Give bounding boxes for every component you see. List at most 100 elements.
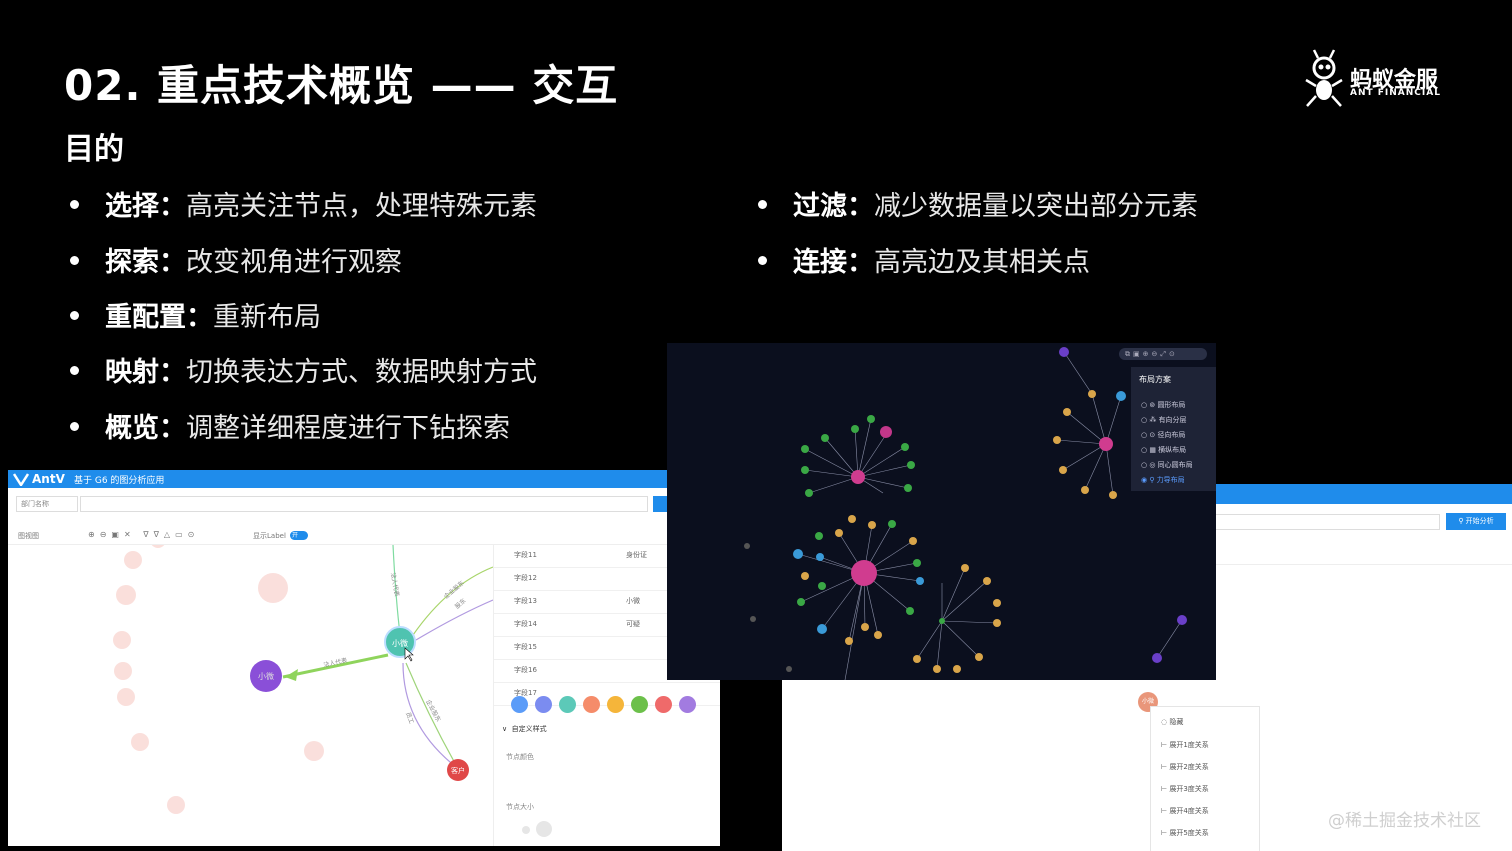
color-swatch[interactable] [655, 696, 672, 713]
color-swatch[interactable] [583, 696, 600, 713]
layout-option-dagre[interactable]: ○ ⁂ 有向分层 [1141, 416, 1187, 424]
layout-menu-title: 布局方案 [1139, 375, 1171, 384]
color-swatch[interactable] [679, 696, 696, 713]
ant-financial-logo: 蚂蚁金服 ANT FINANCIAL [1304, 48, 1444, 110]
toolbar-icons[interactable]: ⊕⊖▣✕ ∇∇△▭⊙ [88, 530, 200, 539]
highlighted-edge [282, 653, 389, 679]
layout-option-force[interactable]: ◉ ⚲ 力导布局 [1141, 476, 1185, 484]
view-select[interactable]: 图视图 [18, 532, 39, 540]
layout-option-circular[interactable]: ○ ⊚ 圆形布局 [1141, 401, 1186, 409]
edge-label: 员工 [404, 711, 415, 725]
edge-label: 股东 [453, 597, 467, 611]
bullet-dot [70, 366, 79, 375]
brand-name: AntV [32, 472, 65, 486]
purple-node [1152, 653, 1162, 663]
logo-text-en: ANT FINANCIAL [1350, 88, 1441, 98]
expand-icon: ⊢ [1161, 785, 1170, 793]
watermark: @稀土掘金技术社区 [1328, 811, 1481, 831]
graph-edges [797, 351, 1183, 680]
menu-item-expand-2[interactable]: ⊢ 展开2度关系 [1161, 763, 1209, 771]
layout-option-radial[interactable]: ○ ⊙ 径向布局 [1141, 431, 1186, 439]
ant-icon [1305, 49, 1343, 107]
leaf-nodes-green [797, 415, 921, 615]
custom-style-section[interactable]: ∨ 自定义样式 [502, 725, 547, 733]
color-swatch[interactable] [559, 696, 576, 713]
bullet-dot [70, 311, 79, 320]
app-title: 基于 G6 的图分析应用 [74, 476, 165, 486]
slide-title: 02. 重点技术概览 —— 交互 [64, 61, 619, 110]
color-swatch[interactable] [631, 696, 648, 713]
radio-selected-icon: ◉ ⚲ [1141, 476, 1157, 484]
bullet-dot [758, 256, 767, 265]
show-label-toggle[interactable]: 开 [290, 531, 308, 540]
edge-label: 法人代表 [389, 572, 401, 597]
menu-item-expand-1[interactable]: ⊢ 展开1度关系 [1161, 741, 1209, 749]
eye-off-icon: ◌ [1161, 718, 1170, 726]
graph-toolbar: 图视图 ⊕⊖▣✕ ∇∇△▭⊙ 显示Label 开 [8, 528, 720, 545]
antv-logo-icon [13, 473, 29, 486]
bullet-explore: 探索：改变视角进行观察 [70, 240, 402, 279]
menu-item-expand-3[interactable]: ⊢ 展开3度关系 [1161, 785, 1209, 793]
start-analysis-button[interactable]: ⚲ 开始分析 [1446, 513, 1506, 530]
search-input[interactable] [1212, 514, 1440, 530]
menu-item-hide[interactable]: ◌ 隐藏 [1161, 718, 1184, 726]
bullet-filter: 过滤：减少数据量以突出部分元素 [758, 184, 1198, 223]
expand-icon: ⊢ [1161, 741, 1170, 749]
radio-icon: ○ ▦ [1141, 446, 1159, 454]
layout-menu: 布局方案 ○ ⊚ 圆形布局 ○ ⁂ 有向分层 ○ ⊙ 径向布局 ○ ▦ 横纵布局… [1131, 367, 1216, 491]
logo-text-cn: 蚂蚁金服 [1350, 68, 1439, 93]
size-option[interactable] [536, 821, 552, 837]
edge-arrow [285, 669, 298, 681]
cursor-icon [404, 647, 414, 662]
bullet-dot [70, 200, 79, 209]
small-hub-node [939, 618, 945, 624]
bullet-mapping: 映射：切换表达方式、数据映射方式 [70, 350, 537, 389]
radio-icon: ○ ⊚ [1141, 401, 1158, 409]
node-context-menu: ◌ 隐藏 ⊢ 展开1度关系 ⊢ 展开2度关系 ⊢ 展开3度关系 ⊢ 展开4度关系… [1150, 706, 1260, 851]
purple-node [1059, 347, 1069, 357]
faded-nodes [744, 543, 792, 672]
dark-graph-canvas[interactable] [667, 343, 1216, 680]
department-select[interactable]: 部门名称 [16, 496, 78, 512]
layout-option-grid[interactable]: ○ ▦ 横纵布局 [1141, 446, 1187, 454]
node-label-center: 小微 [392, 638, 408, 648]
bullet-dot [758, 200, 767, 209]
screenshot-dark-graph: ⧉▣⊕⊖⤢⊙ 布局方案 ○ ⊚ 圆形布局 ○ ⁂ 有向分层 ○ ⊙ 径向布局 ○… [667, 343, 1216, 680]
color-swatch[interactable] [607, 696, 624, 713]
graph-node-center [384, 626, 416, 658]
faded-nodes [113, 545, 324, 814]
purple-node [1177, 615, 1187, 625]
bullet-select: 选择：高亮关注节点，处理特殊元素 [70, 184, 537, 223]
expand-icon: ⊢ [1161, 829, 1170, 837]
radio-icon: ○ ⊙ [1141, 431, 1158, 439]
bullet-dot [70, 422, 79, 431]
layout-option-concentric[interactable]: ○ ◎ 同心圆布局 [1141, 461, 1193, 469]
node-color-label: 节点颜色 [506, 753, 534, 761]
graph-canvas[interactable]: 小微 小微 客户 法人代表 企业股东 股东 法人代表 员工 企业股东 [8, 545, 493, 846]
screenshot-graph-app: AntV 基于 G6 的图分析应用 部门名称 图视图 ⊕⊖▣✕ ∇∇△▭⊙ 显示… [8, 470, 720, 846]
radio-icon: ○ ◎ [1141, 461, 1158, 469]
menu-item-expand-5[interactable]: ⊢ 展开5度关系 [1161, 829, 1209, 837]
chevron-down-icon: ∨ [502, 725, 512, 733]
hub-node [880, 426, 892, 438]
app-header: AntV 基于 G6 的图分析应用 [8, 470, 720, 488]
graph-toolbar[interactable]: ⧉▣⊕⊖⤢⊙ [1119, 348, 1207, 360]
graph-node-left [250, 660, 282, 692]
leaf-nodes-blue [793, 391, 1126, 634]
bullet-connect: 连接：高亮边及其相关点 [758, 240, 1090, 279]
color-swatch[interactable] [511, 696, 528, 713]
expand-icon: ⊢ [1161, 807, 1170, 815]
color-swatch[interactable] [535, 696, 552, 713]
menu-item-expand-4[interactable]: ⊢ 展开4度关系 [1161, 807, 1209, 815]
size-option[interactable] [522, 826, 530, 834]
hub-node-large [851, 560, 877, 586]
slide-subtitle: 目的 [64, 132, 124, 167]
search-input[interactable] [80, 496, 648, 512]
bullet-dot [70, 256, 79, 265]
field-row: 字段16 [494, 659, 720, 683]
show-label-text: 显示Label [253, 532, 286, 540]
